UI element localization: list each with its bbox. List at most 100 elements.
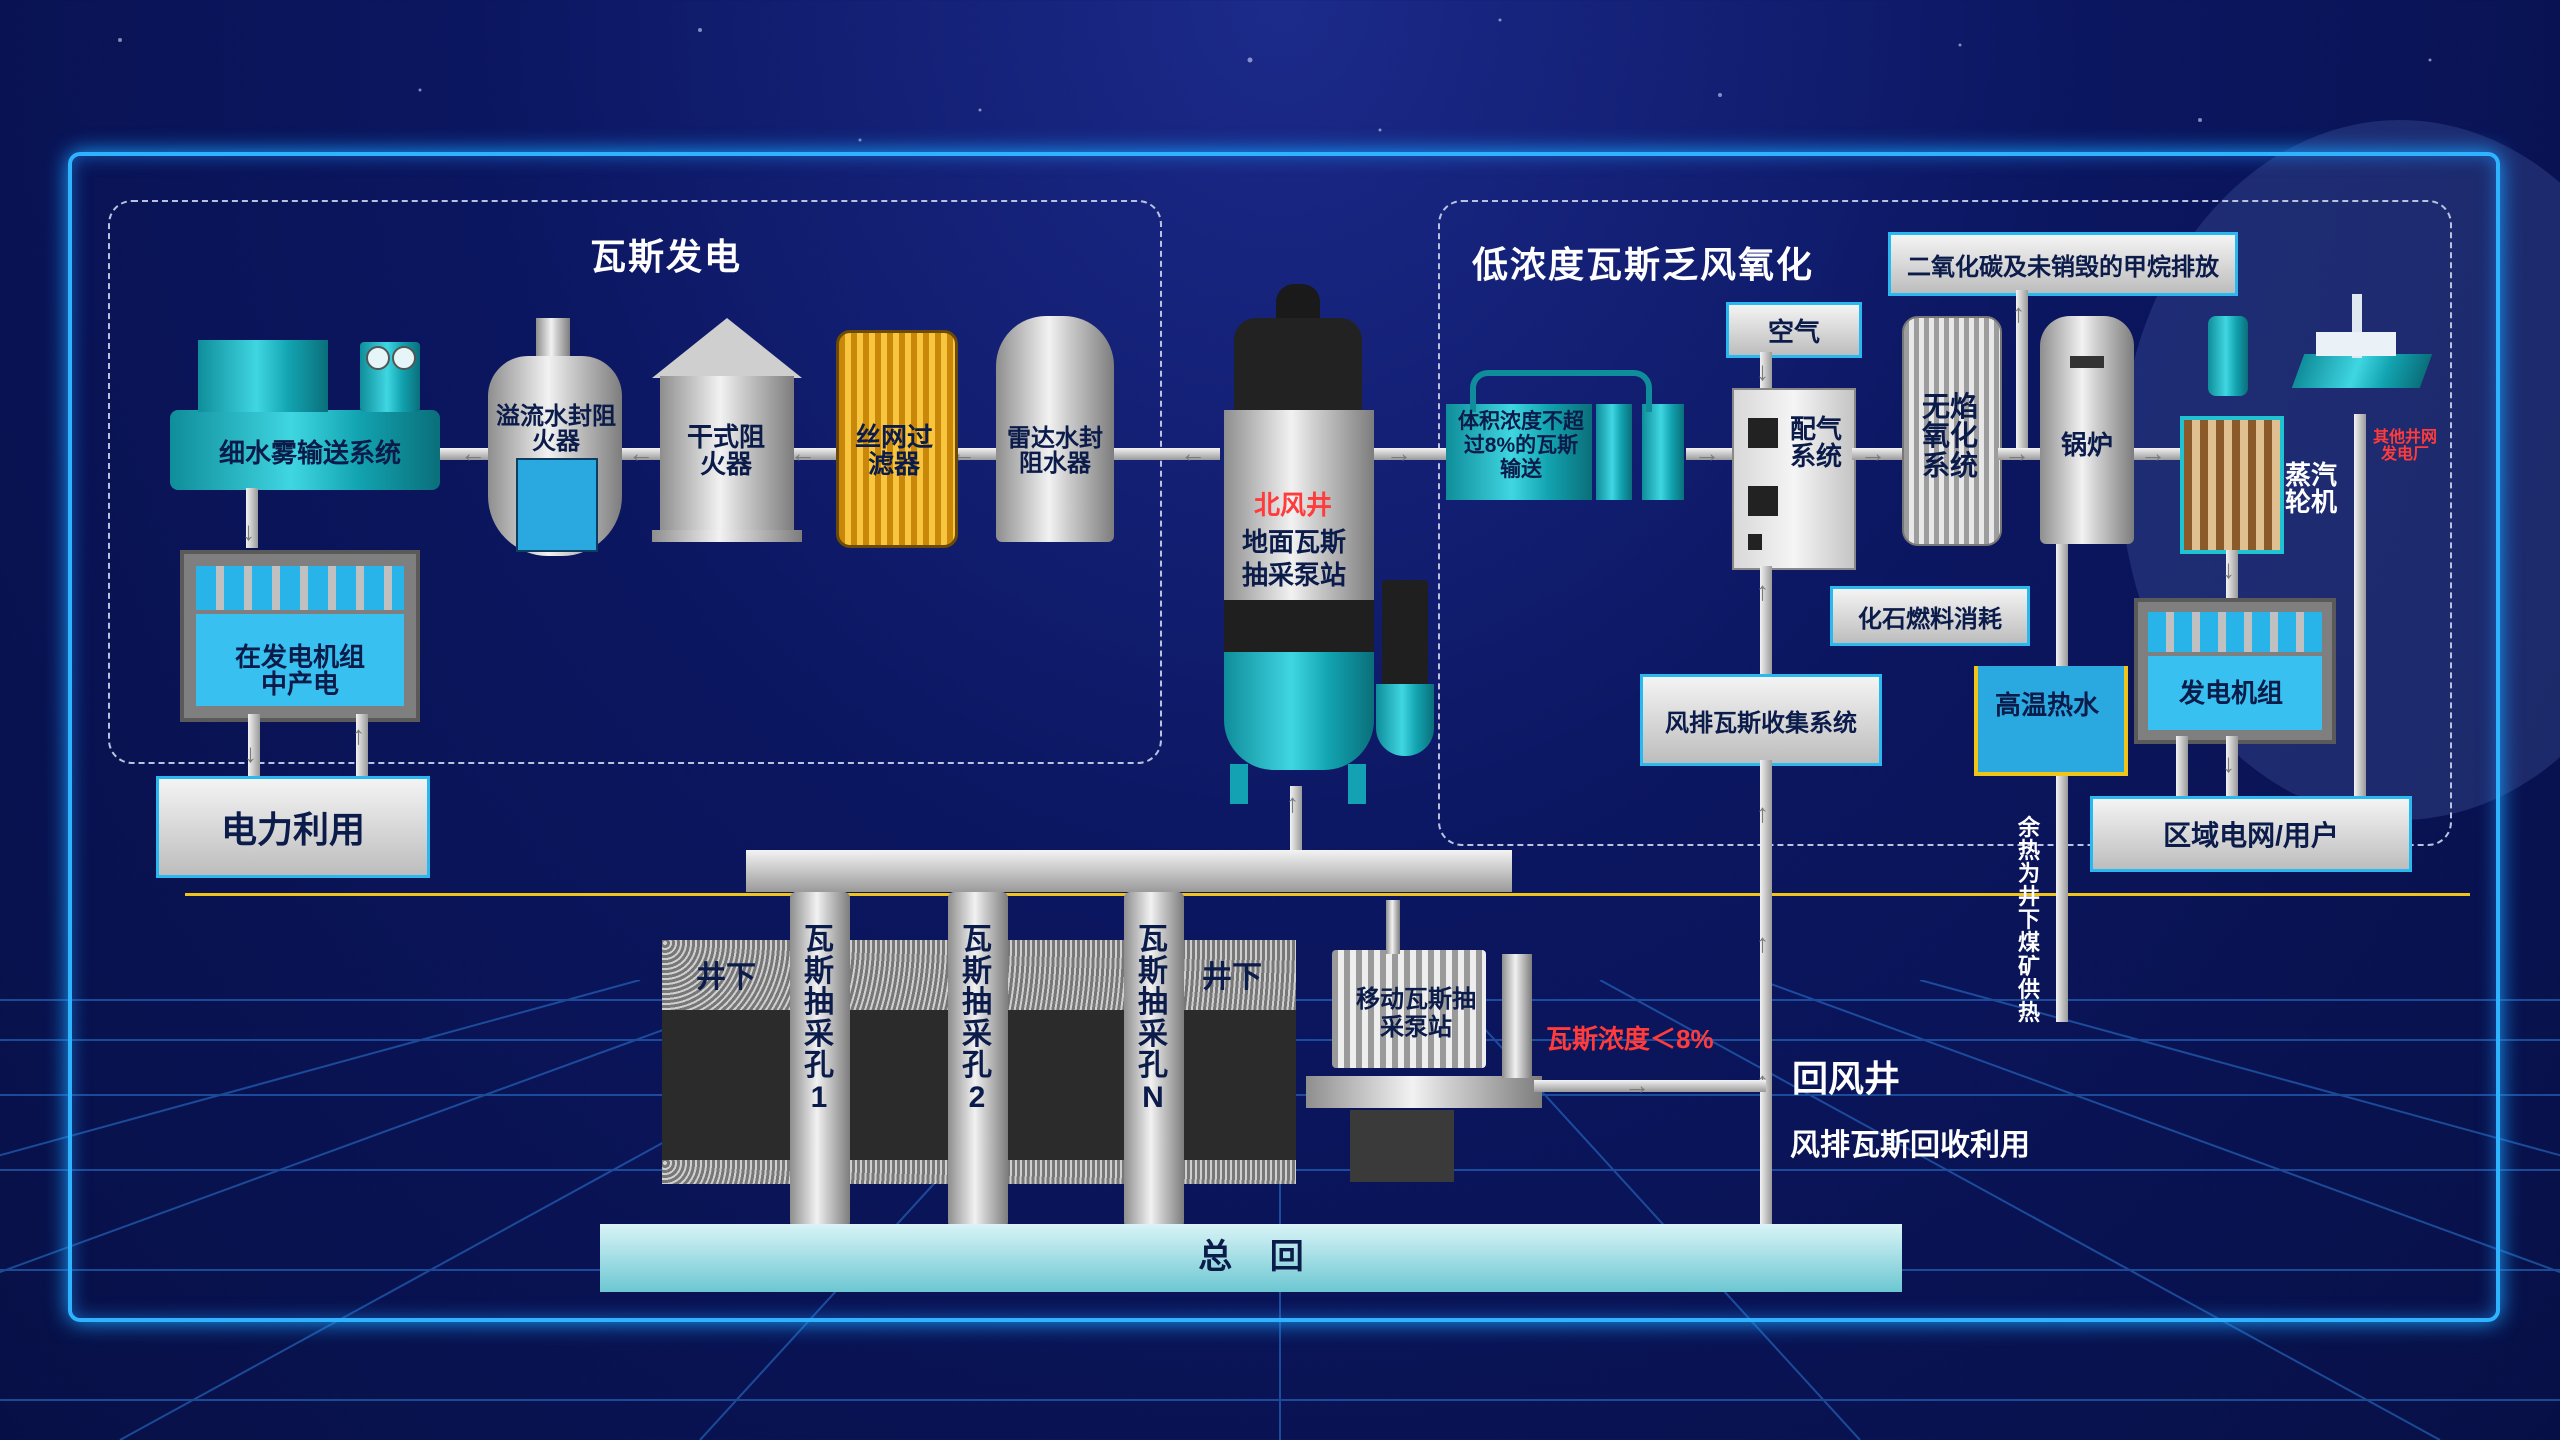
arrow-up-vent-2: ↑ [1756, 928, 1769, 958]
hot-water-label: 高温热水 [1994, 690, 2099, 720]
arrow-right-1: → [1386, 438, 1412, 468]
arrow-left-4: ← [628, 438, 654, 468]
boiler-to-steam-pipe [2134, 448, 2180, 460]
other-plant-pipe [2354, 414, 2366, 798]
genset-right-label: 发电机组 [2178, 678, 2283, 708]
flameless-label: 无焰氧化系统 [1921, 391, 1978, 481]
steam-to-genset-pipe [2226, 550, 2238, 598]
hole-n-pipe [1124, 892, 1184, 1228]
other-plant-label: 其他井网发电厂 [2372, 429, 2437, 463]
boiler-label: 锅炉 [2060, 430, 2113, 460]
arrow-left-3: ← [790, 438, 816, 468]
mobile-label: 移动瓦斯抽采泵站 [1356, 986, 1476, 1041]
station-down-pipe [1290, 786, 1302, 856]
vent-collect-box: 风排瓦斯收集系统 [1640, 674, 1882, 766]
well-down-right: 井下 [1202, 961, 1262, 994]
other-plant-icon [2291, 294, 2433, 414]
main-return-label: 总 回 [1198, 1238, 1304, 1276]
arrow-right-3: → [1860, 438, 1886, 468]
arrow-right-5: → [2140, 438, 2166, 468]
volume-machine [1446, 370, 1686, 500]
steam-turbine [2180, 316, 2284, 554]
arrow-right-4: → [2004, 438, 2030, 468]
waste-heat-label: 余热为井下煤矿供热 [2017, 815, 2040, 1025]
mesh-filter [836, 330, 958, 548]
power-use-box: 电力利用 [156, 776, 430, 878]
boiler-down-pipe [2056, 544, 2068, 1022]
vent-collect-down-pipe [1760, 760, 1772, 1226]
genset-right-pipe-1 [2176, 736, 2188, 796]
arrow-right-mobile: → [1624, 1070, 1650, 1100]
well-down-left: 井下 [696, 961, 756, 994]
co2-box: 二氧化碳及未销毁的甲烷排放 [1888, 232, 2238, 296]
dry-label: 干式阻火器 [686, 422, 765, 480]
boiler-unit [2040, 316, 2134, 544]
north-well-station [1214, 284, 1434, 824]
gas-power-region [108, 200, 1162, 764]
hole-2-label: 瓦斯抽采孔2 [962, 923, 992, 1114]
arrow-down-power: ↓ [244, 738, 257, 768]
mist-label: 细水雾输送系统 [218, 438, 401, 468]
low-conc-title: 低浓度瓦斯乏风氧化 [1472, 244, 1815, 285]
mist-to-genset-pipe [246, 488, 258, 548]
mix-cabinet [1732, 388, 1856, 570]
flameless-to-boiler-pipe [1998, 448, 2042, 460]
mobile-pump-station [1306, 900, 1546, 1190]
arrow-up-station: ↑ [1286, 788, 1299, 818]
starfield [118, 18, 2432, 142]
arrow-left-5: ← [460, 438, 486, 468]
arrow-down-grid: ↓ [2222, 748, 2235, 778]
mix-up-pipe [1760, 566, 1772, 674]
low-conc-region [1438, 200, 2452, 846]
genset-right [2134, 598, 2336, 744]
vent-reuse-label: 风排瓦斯回收利用 [1790, 1129, 2030, 1162]
air-down-pipe [1760, 352, 1772, 390]
air-box: 空气 [1726, 302, 1862, 358]
hole-n-label: 瓦斯抽采孔N [1138, 923, 1168, 1114]
steam-label: 蒸汽轮机 [2284, 460, 2337, 518]
return-shaft-label: 回风井 [1792, 1058, 1901, 1099]
ground-line [185, 893, 2470, 896]
gas-conc-label: 瓦斯浓度＜8% [1546, 1024, 1714, 1054]
radar-label: 雷达水封阻水器 [1007, 425, 1103, 478]
hot-water-tank [1974, 666, 2128, 776]
arrow-up-power: ↑ [352, 720, 365, 750]
genset-left [180, 550, 420, 722]
arrow-right-2: → [1694, 438, 1720, 468]
mist-machine [170, 320, 440, 490]
hole-1-label: 瓦斯抽采孔1 [804, 923, 834, 1114]
main-frame [68, 152, 2500, 1322]
hole-2-pipe [948, 892, 1008, 1228]
fossil-box: 化石燃料消耗 [1830, 586, 2030, 646]
arrow-down-air: ↓ [1756, 356, 1769, 386]
arrow-left-1: ← [1180, 438, 1206, 468]
mobile-to-return-pipe [1534, 1080, 1766, 1092]
mesh-label: 丝网过滤器 [854, 422, 933, 480]
main-return-bar [600, 1224, 1902, 1292]
north-well-label: 地面瓦斯抽采泵站 [1241, 527, 1346, 590]
mix-label: 配气系统 [1789, 414, 1842, 472]
flameless-unit [1902, 316, 2002, 546]
top-pipe-right [1374, 448, 1464, 460]
genset-to-power-pipe-2 [356, 714, 368, 780]
gas-power-title: 瓦斯发电 [590, 236, 743, 277]
arrow-down-genset: ↓ [242, 516, 255, 546]
radar-seal [996, 316, 1114, 542]
volume-label: 体积浓度不超过8%的瓦斯输送 [1458, 410, 1584, 482]
north-well-red: 北风井 [1253, 490, 1332, 520]
genset-right-pipe-2 [2226, 736, 2238, 796]
hole-1-pipe [790, 892, 850, 1228]
arrow-up-co2: ↑ [2012, 298, 2025, 328]
flameless-to-co2-pipe [2016, 290, 2028, 450]
grid-box: 区域电网/用户 [2090, 796, 2412, 872]
overflow-seal [488, 318, 622, 558]
dry-arrester [652, 318, 802, 543]
genset-to-power-pipe-1 [248, 714, 260, 780]
genset-left-label: 在发电机组中产电 [234, 642, 365, 700]
mix-to-flameless-pipe [1852, 448, 1902, 460]
volume-to-mix-pipe [1686, 448, 1732, 460]
overflow-label: 溢流水封阻火器 [496, 403, 616, 456]
arrow-up-vent-1: ↑ [1756, 798, 1769, 828]
arrow-down-steam: ↓ [2222, 554, 2235, 584]
arrow-up-mix: ↑ [1756, 576, 1769, 606]
